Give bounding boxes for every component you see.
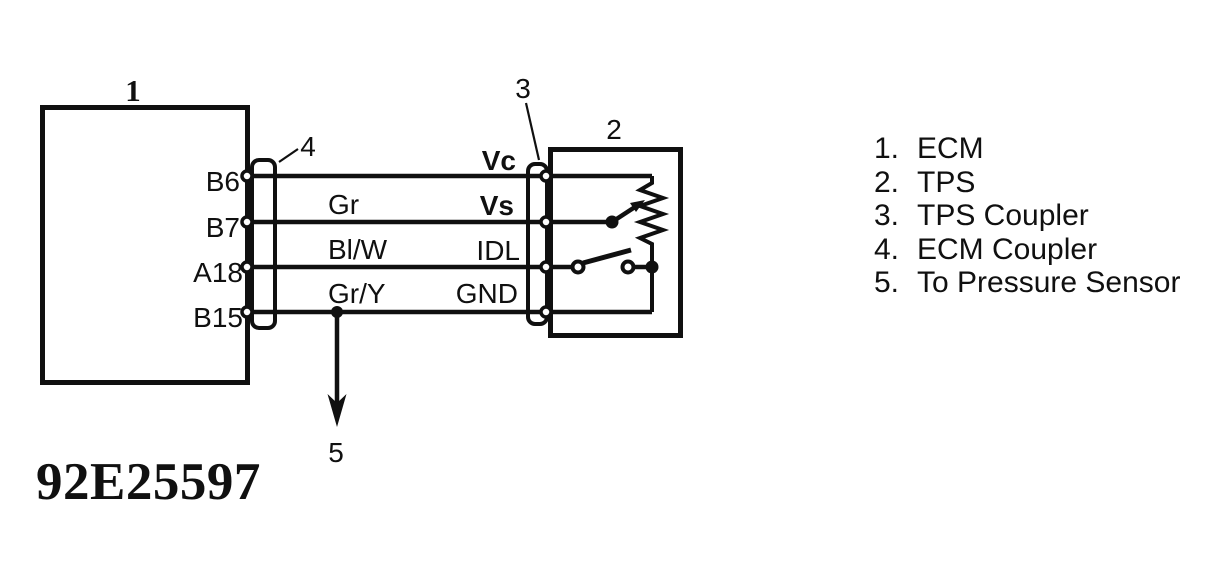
- legend-item-number: 3.: [874, 199, 900, 232]
- tps-pin-idl-terminal: [539, 260, 553, 274]
- ecm-pin-b7-terminal: [240, 215, 254, 229]
- idle-switch-contact-right: [620, 259, 636, 275]
- signal-label-idl: IDL: [476, 235, 520, 266]
- legend-item-label: TPS Coupler: [917, 199, 1089, 232]
- figure-id-label: 92E25597: [36, 453, 261, 511]
- ecm-coupler: [250, 158, 277, 330]
- signal-label-vs: Vs: [480, 190, 514, 221]
- wire-color-label-gry: Gr/Y: [328, 278, 386, 309]
- tps-callout-label: 2: [606, 114, 622, 145]
- tps-box: [548, 147, 683, 338]
- pressure-sensor-callout-label: 5: [328, 437, 344, 468]
- idle-switch-contact-left: [570, 259, 586, 275]
- legend-item-label: TPS: [917, 165, 976, 199]
- signal-label-gnd: GND: [456, 278, 518, 309]
- tps-pin-vc-terminal: [539, 169, 553, 183]
- tps-potentiometer-resistor: [633, 176, 670, 312]
- legend: 1. ECM 2. TPS 3. TPS Coupler 4. ECM Coup…: [874, 132, 1180, 300]
- legend-item-number: 4.: [874, 232, 900, 266]
- wire-color-label-gr: Gr: [328, 189, 359, 220]
- ecm-pin-b15-label: B15: [193, 302, 243, 333]
- ecm-pin-b15-terminal: [240, 305, 254, 319]
- legend-item-pressure-sensor: 5. To Pressure Sensor: [874, 266, 1180, 300]
- tps-wiper-arm: [605, 200, 645, 229]
- legend-item-number: 2.: [874, 165, 900, 199]
- tps-idle-switch: [570, 247, 636, 275]
- legend-item-label: ECM: [917, 132, 984, 165]
- tps-coupler-callout-label: 3: [515, 73, 531, 104]
- ecm-callout-label: 1: [125, 73, 141, 108]
- legend-item-number: 1.: [874, 132, 900, 165]
- tps-pin-gnd-terminal: [539, 305, 553, 319]
- ecm-coupler-callout-label: 4: [300, 131, 316, 162]
- legend-item-label: ECM Coupler: [917, 232, 1098, 266]
- ecm-pin-b7-label: B7: [206, 212, 240, 243]
- ecm-pin-b6-terminal: [240, 169, 254, 183]
- idle-switch-lever: [582, 247, 632, 266]
- resistor-gnd-junction-dot: [645, 260, 659, 274]
- legend-item-tps-coupler: 3. TPS Coupler: [874, 199, 1180, 233]
- wiper-arrowhead: [630, 200, 645, 212]
- ecm-pin-a18-label: A18: [193, 257, 243, 288]
- pressure-sensor-arrow: [327, 312, 347, 427]
- legend-item-ecm: 1. ECM: [874, 132, 1180, 166]
- wiper-shaft: [610, 205, 637, 224]
- legend-item-ecm-coupler: 4. ECM Coupler: [874, 233, 1180, 267]
- tps-pin-vs-terminal: [539, 215, 553, 229]
- ecm-box: [40, 105, 250, 385]
- signal-label-vc: Vc: [482, 145, 516, 176]
- legend-item-tps: 2. TPS: [874, 166, 1180, 200]
- tps-coupler: [526, 162, 549, 326]
- legend-item-label: To Pressure Sensor: [917, 266, 1181, 299]
- wire-color-label-blw: Bl/W: [328, 234, 388, 265]
- ecm-pin-a18-terminal: [240, 260, 254, 274]
- tps-coupler-leader-line: [524, 102, 541, 161]
- pressure-sensor-arrowhead: [327, 394, 347, 427]
- legend-item-number: 5.: [874, 266, 900, 299]
- ecm-pin-b6-label: B6: [206, 166, 240, 197]
- ecm-coupler-leader-line: [278, 148, 299, 163]
